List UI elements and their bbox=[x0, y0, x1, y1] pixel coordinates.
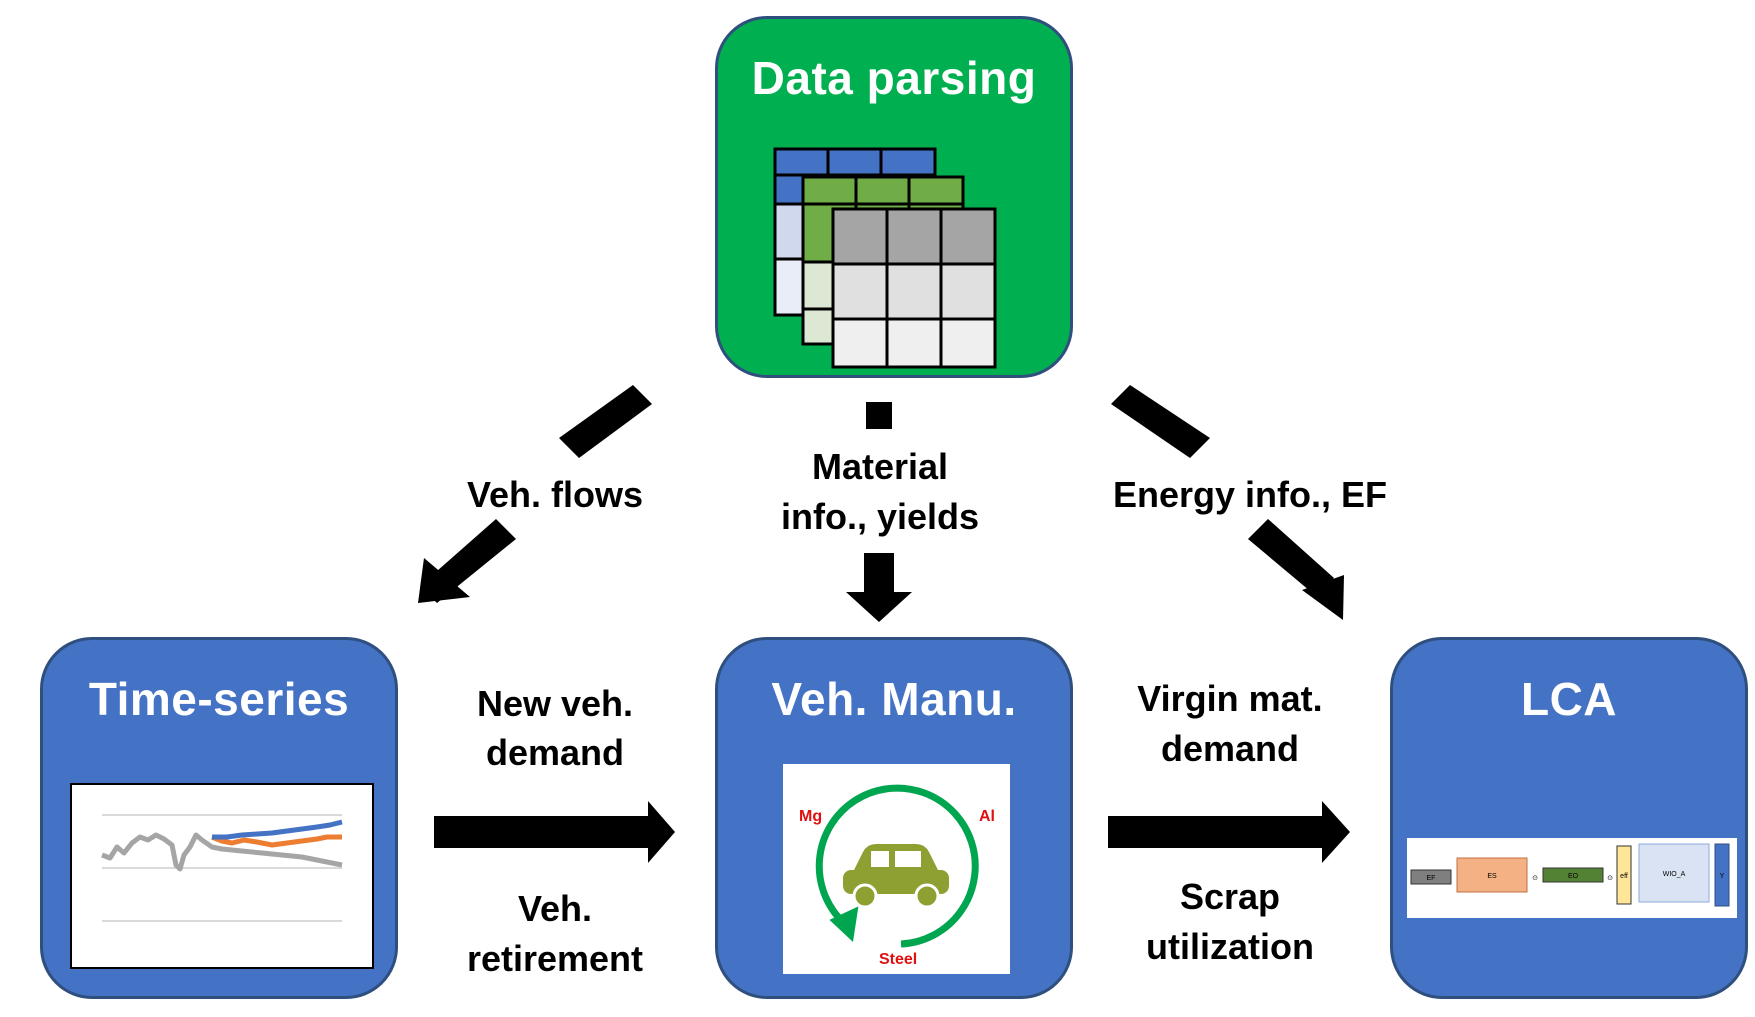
cycle-label-mg: Mg bbox=[799, 808, 822, 825]
arrow-veh-flows bbox=[418, 385, 652, 603]
label-energy: Energy info., EF bbox=[1112, 474, 1388, 515]
time-series-node: Time-series bbox=[40, 637, 398, 999]
time-series-chart-panel bbox=[70, 783, 374, 969]
gray-sheet bbox=[831, 207, 997, 369]
es-label: ES bbox=[1487, 873, 1497, 880]
data-parsing-title: Data parsing bbox=[751, 52, 1037, 104]
scenario-orange-line bbox=[211, 834, 342, 848]
cycle-arrowhead bbox=[829, 906, 859, 943]
time-series-line-chart bbox=[101, 814, 343, 922]
label-material-line2: info., yields bbox=[780, 496, 980, 537]
arrow-time-series-to-manu bbox=[434, 801, 675, 863]
arrow-energy bbox=[1111, 385, 1344, 620]
y-block bbox=[1714, 843, 1730, 907]
veh-manu-node: Veh. Manu. Mg Al Steel bbox=[715, 637, 1073, 999]
eo-block bbox=[1542, 867, 1604, 883]
time-series-title: Time-series bbox=[88, 673, 350, 725]
es-block bbox=[1456, 857, 1528, 893]
wio-block bbox=[1638, 843, 1710, 903]
label-material-line1: Material bbox=[811, 446, 949, 487]
lca-matrix-equation: EF ES ⊙ EO ⊙ eff WIO_A Y bbox=[1410, 843, 1730, 907]
label-virgin-line2: demand bbox=[1160, 728, 1300, 769]
ef-label: EF bbox=[1427, 875, 1436, 882]
arrow-manu-to-lca bbox=[1108, 801, 1350, 863]
material-cycle-panel: Mg Al Steel bbox=[783, 764, 1010, 974]
scenario-blue-line bbox=[212, 819, 343, 840]
eff-block bbox=[1616, 845, 1632, 905]
lca-title: LCA bbox=[1520, 673, 1618, 725]
cycle-arc bbox=[815, 784, 979, 948]
label-retire-line1: Veh. bbox=[517, 888, 593, 929]
cycle-label-steel: Steel bbox=[879, 951, 917, 968]
eff-label: eff bbox=[1620, 873, 1628, 880]
spreadsheet-stack-icon bbox=[773, 147, 997, 369]
car-icon bbox=[843, 844, 949, 909]
historical-series-line bbox=[101, 832, 343, 872]
lca-equation-panel: EF ES ⊙ EO ⊙ eff WIO_A Y bbox=[1407, 838, 1737, 918]
odot-2: ⊙ bbox=[1607, 875, 1613, 882]
label-retire-line2: retirement bbox=[466, 938, 644, 979]
label-virgin-line1: Virgin mat. bbox=[1137, 678, 1323, 719]
arrow-material bbox=[846, 402, 912, 622]
wio-label: WIO_A bbox=[1663, 871, 1686, 878]
cycle-label-al: Al bbox=[979, 808, 995, 825]
data-parsing-node: Data parsing bbox=[715, 16, 1073, 378]
vehicle-material-cycle-icon: Mg Al Steel bbox=[799, 784, 995, 968]
label-scrap-line1: Scrap bbox=[1179, 876, 1281, 917]
odot-1: ⊙ bbox=[1532, 875, 1538, 882]
label-veh-flows: Veh. flows bbox=[466, 474, 644, 515]
label-new-veh-line2: demand bbox=[485, 732, 625, 773]
lca-node: LCA EF ES ⊙ EO ⊙ eff WIO_A Y bbox=[1390, 637, 1748, 999]
veh-manu-title: Veh. Manu. bbox=[771, 673, 1017, 725]
y-label: Y bbox=[1720, 873, 1725, 880]
eo-label: EO bbox=[1568, 873, 1579, 880]
label-scrap-line2: utilization bbox=[1146, 926, 1314, 967]
ef-block bbox=[1410, 869, 1452, 885]
label-new-veh-line1: New veh. bbox=[476, 683, 634, 724]
